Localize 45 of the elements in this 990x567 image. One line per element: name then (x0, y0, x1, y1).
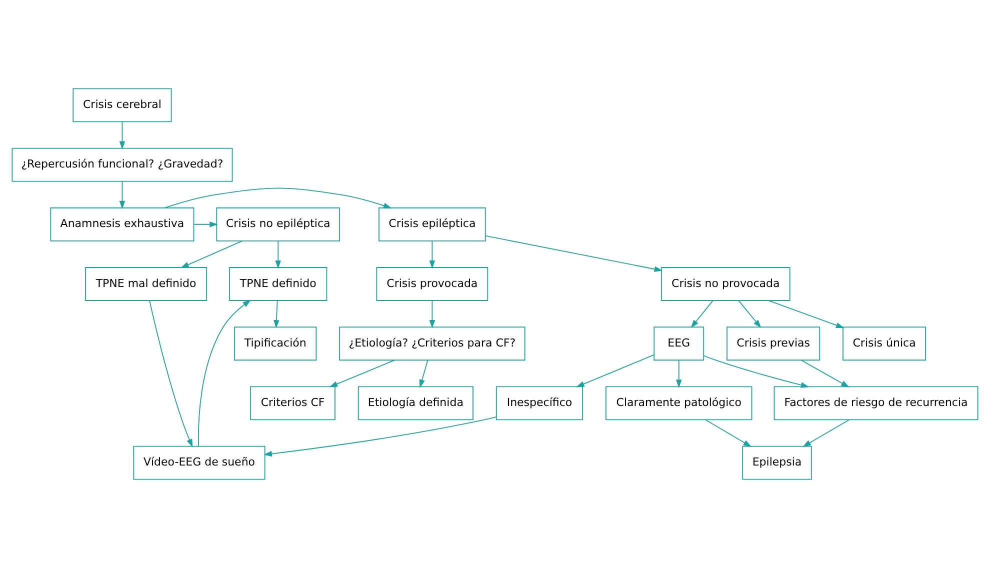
arrow (149, 300, 193, 447)
arrow (193, 221, 218, 227)
node-box: ¿Repercusión funcional? ¿Gravedad? (12, 147, 233, 182)
node-box: Tipificación (234, 326, 317, 360)
node-box: Crisis epiléptica (378, 206, 486, 241)
node-box: Claramente patológico (606, 386, 752, 420)
arrow (429, 300, 436, 328)
node-box: Anamnesis exhaustiva (50, 206, 194, 241)
arrow (800, 359, 850, 387)
node-box: TPNE mal definido (85, 266, 208, 300)
node-box: ¿Etiología? ¿Criterios para CF? (339, 326, 526, 360)
node-box: Vídeo-EEG de sueño (133, 445, 266, 480)
node-box: Epilepsia (742, 445, 812, 480)
arrow (802, 418, 850, 446)
arrow (690, 300, 714, 328)
arrow (264, 416, 497, 456)
node-box: Crisis provocada (376, 266, 488, 300)
node-box: Etiología definida (358, 386, 474, 420)
node-box: Crisis no epiléptica (216, 206, 340, 241)
node-box: Inespecífico (496, 386, 584, 420)
arrow (119, 120, 126, 149)
arrow (419, 359, 428, 388)
arrow (274, 300, 280, 328)
node-box: Crisis previas (726, 326, 820, 360)
arrow (275, 240, 281, 268)
node-box: Crisis cerebral (72, 88, 172, 122)
arrow (576, 354, 654, 387)
arrow (676, 359, 682, 388)
node-box: Criterios CF (250, 386, 336, 420)
arrow (485, 234, 663, 272)
arrow (164, 187, 392, 208)
node-box: EEG (654, 326, 704, 360)
node-box: Factores de riesgo de recurrencia (774, 386, 978, 420)
arrow (329, 359, 395, 387)
arrow (768, 300, 844, 328)
arrow (119, 180, 126, 209)
arrow (703, 354, 810, 388)
arrow (429, 240, 436, 268)
arrow (704, 418, 752, 446)
arrow (738, 300, 762, 328)
node-box: TPNE definido (229, 266, 328, 300)
node-box: Crisis única (842, 326, 926, 360)
arrow (198, 299, 251, 446)
node-box: Crisis no provocada (660, 266, 790, 300)
arrow (180, 240, 243, 268)
